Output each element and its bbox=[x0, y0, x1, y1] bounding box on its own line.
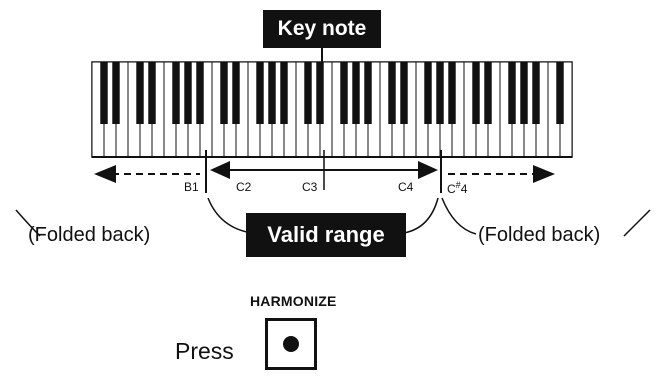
black-key bbox=[400, 62, 408, 124]
black-key bbox=[172, 62, 180, 124]
black-key bbox=[424, 62, 432, 124]
note-label-b1: B1 bbox=[184, 180, 199, 194]
black-key bbox=[136, 62, 144, 124]
arrow-icon bbox=[210, 161, 230, 179]
right-end-curve bbox=[623, 209, 651, 237]
arrow-icon bbox=[418, 161, 438, 179]
black-key bbox=[268, 62, 276, 124]
arrow-icon bbox=[533, 165, 555, 183]
left-folded-arrow bbox=[94, 165, 200, 183]
black-key bbox=[112, 62, 120, 124]
black-key bbox=[100, 62, 108, 124]
note-octave: 4 bbox=[460, 182, 468, 196]
black-key bbox=[280, 62, 288, 124]
right-brace-curve bbox=[441, 197, 477, 235]
left-brace-curve bbox=[15, 209, 41, 237]
note-letter: C bbox=[447, 182, 456, 196]
note-label-c4: C4 bbox=[398, 180, 414, 194]
black-key bbox=[316, 62, 324, 124]
black-key bbox=[472, 62, 480, 124]
folded-back-right-label: (Folded back) bbox=[478, 224, 601, 246]
black-key bbox=[220, 62, 228, 124]
key-note-label: Key note bbox=[263, 10, 381, 48]
harmonize-button[interactable] bbox=[265, 318, 317, 370]
black-key bbox=[556, 62, 564, 124]
black-key bbox=[484, 62, 492, 124]
black-key bbox=[148, 62, 156, 124]
black-key bbox=[364, 62, 372, 124]
black-key bbox=[184, 62, 192, 124]
note-label-c-sharp-4: C#4 bbox=[447, 180, 467, 196]
harmonize-label: HARMONIZE bbox=[250, 293, 337, 309]
black-key bbox=[448, 62, 456, 124]
black-key bbox=[508, 62, 516, 124]
press-label: Press bbox=[175, 338, 234, 364]
arrow-icon bbox=[94, 165, 116, 183]
black-key bbox=[352, 62, 360, 124]
black-key bbox=[532, 62, 540, 124]
valid-range-arrow bbox=[210, 161, 438, 179]
folded-back-left-label: (Folded back) bbox=[28, 224, 151, 246]
note-label-c2: C2 bbox=[236, 180, 252, 194]
black-key bbox=[436, 62, 444, 124]
sharp-sign: # bbox=[455, 180, 461, 190]
valid-range-label: Valid range bbox=[246, 213, 406, 257]
black-key bbox=[340, 62, 348, 124]
black-key bbox=[304, 62, 312, 124]
black-key bbox=[256, 62, 264, 124]
black-key bbox=[196, 62, 204, 124]
black-key bbox=[232, 62, 240, 124]
piano-keyboard bbox=[91, 61, 573, 158]
black-key bbox=[388, 62, 396, 124]
right-range-curve bbox=[403, 197, 439, 234]
dot-icon bbox=[283, 336, 299, 352]
right-folded-arrow bbox=[448, 165, 555, 183]
black-key bbox=[520, 62, 528, 124]
note-label-c3: C3 bbox=[302, 180, 318, 194]
